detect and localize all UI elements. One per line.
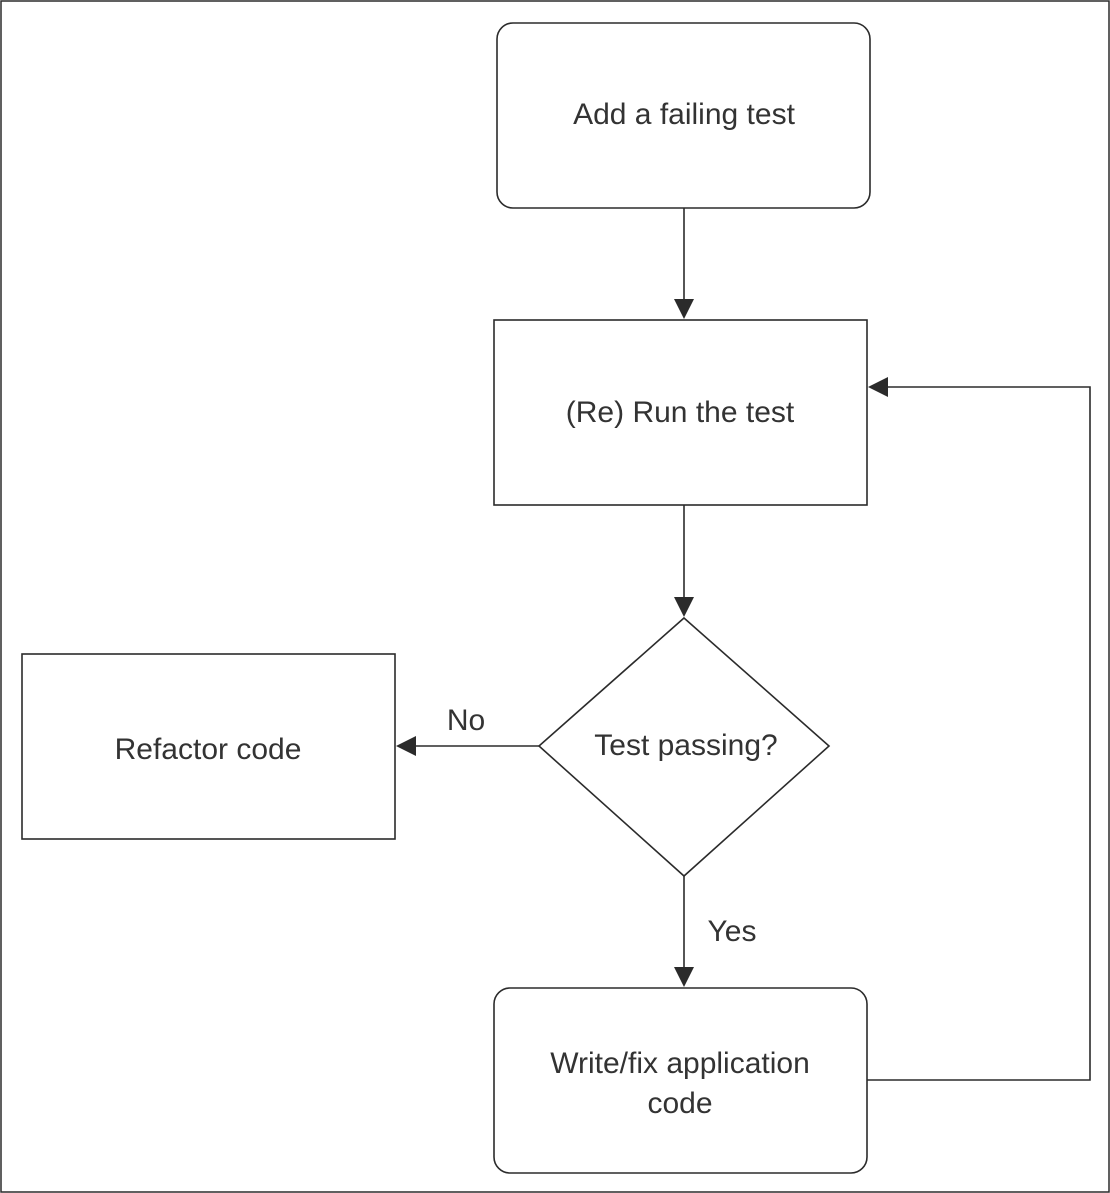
edge-no-label: No bbox=[447, 704, 485, 737]
edge-yes-to-write-arrowhead bbox=[674, 967, 694, 987]
edge-add-to-run bbox=[674, 208, 694, 319]
node-test-passing-label: Test passing? bbox=[594, 729, 777, 762]
edge-loop-to-run bbox=[867, 377, 1091, 1081]
node-write-fix-code-label-line2: code bbox=[647, 1087, 712, 1120]
edge-no-to-refactor: No bbox=[396, 704, 539, 756]
node-refactor-code-shape bbox=[21, 653, 396, 840]
edge-yes-to-write: Yes bbox=[674, 876, 756, 987]
edge-yes-label: Yes bbox=[708, 915, 757, 948]
node-add-failing-test-label: Add a failing test bbox=[573, 98, 795, 131]
node-refactor-code: Refactor code bbox=[21, 653, 396, 840]
node-refactor-code-label: Refactor code bbox=[115, 733, 302, 766]
edge-run-to-decision-arrowhead bbox=[674, 597, 694, 617]
node-write-fix-code: Write/fix application code bbox=[493, 987, 868, 1174]
edge-add-to-run-arrowhead bbox=[674, 299, 694, 319]
node-run-test-shape bbox=[493, 319, 868, 506]
node-run-test: (Re) Run the test bbox=[493, 319, 868, 506]
node-test-passing: Test passing? bbox=[537, 616, 831, 878]
edge-no-to-refactor-arrowhead bbox=[396, 736, 416, 756]
node-add-failing-test: Add a failing test bbox=[496, 22, 871, 209]
edge-run-to-decision bbox=[674, 505, 694, 617]
node-write-fix-code-label-line1: Write/fix application bbox=[550, 1047, 810, 1080]
edge-loop-to-run-line bbox=[867, 386, 1091, 1081]
node-run-test-label: (Re) Run the test bbox=[566, 396, 795, 429]
edge-loop-to-run-arrowhead bbox=[868, 377, 888, 397]
node-write-fix-code-shape bbox=[493, 987, 868, 1174]
